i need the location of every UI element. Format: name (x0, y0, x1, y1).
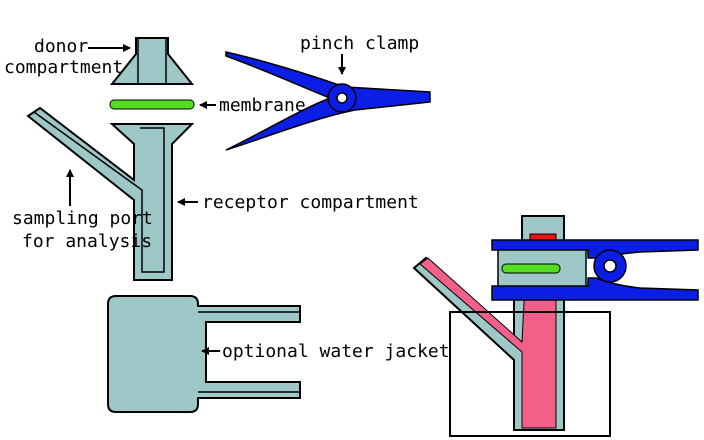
clamp-pivot-icon (336, 92, 348, 104)
label-donor-line1: donor (34, 36, 88, 57)
label-sampling-line2: for analysis (22, 231, 152, 252)
pinch-clamp (225, 51, 431, 151)
label-sampling-line1: sampling port (12, 208, 153, 229)
receptor-compartment (26, 106, 195, 281)
label-water-jacket: optional water jacket (222, 341, 450, 362)
assembled-cell (412, 215, 699, 437)
label-pinch-clamp: pinch clamp (300, 33, 419, 54)
membrane-disc (109, 99, 195, 110)
label-receptor: receptor compartment (202, 192, 419, 213)
label-donor-line2: compartment (4, 57, 123, 78)
donor-compartment (109, 37, 195, 85)
label-membrane: membrane (219, 95, 306, 116)
